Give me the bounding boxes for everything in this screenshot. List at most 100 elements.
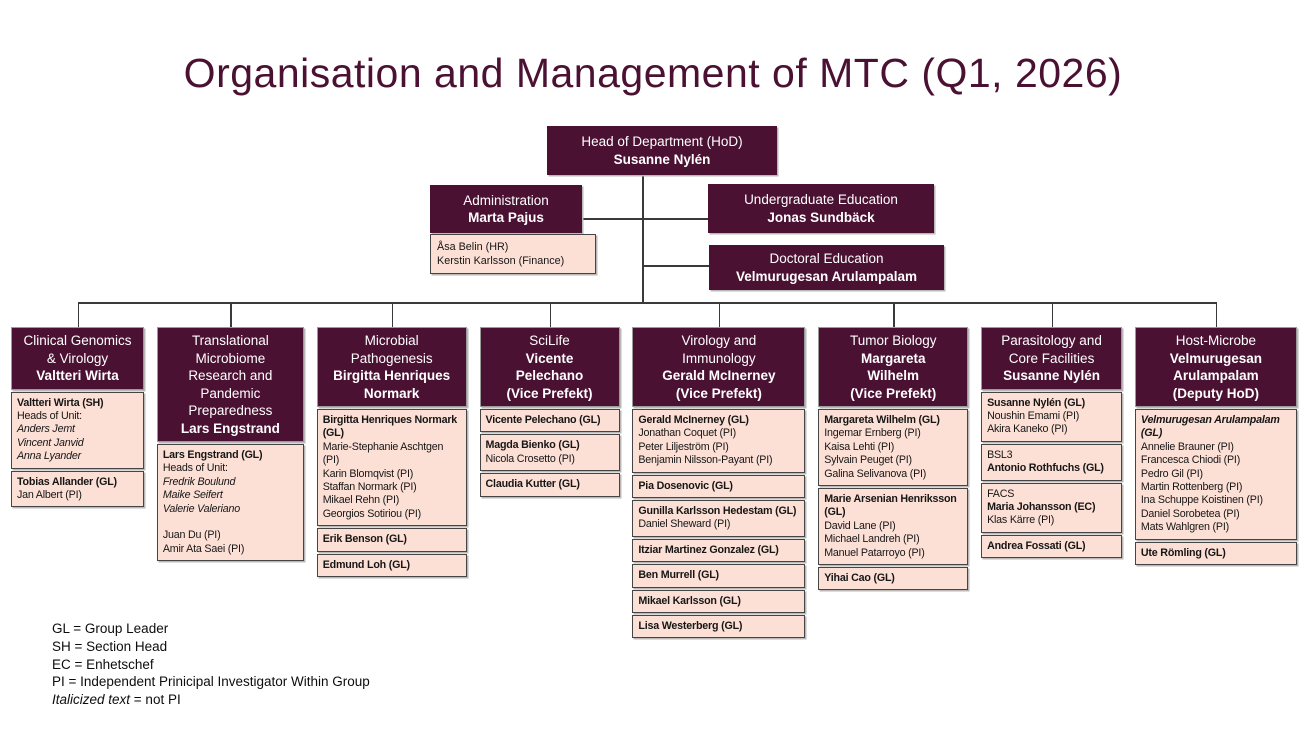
member-name: Marie-Stephanie Aschtgen (PI): [322, 440, 444, 467]
member-name: Erik Benson (GL): [322, 533, 407, 546]
group-box: Susanne Nylén (GL)Noushin Emami (PI)Akir…: [981, 391, 1123, 442]
group-box: Marie Arsenian Henriksson (GL)David Lane…: [818, 488, 969, 566]
connector-drop: [1051, 302, 1054, 327]
page-title: Organisation and Management of MTC (Q1, …: [183, 50, 1123, 96]
member-name: Annelie Brauner (PI): [1140, 440, 1234, 453]
dept-leader: Velmurugesan Arulampalam (Deputy HoD): [1169, 350, 1263, 401]
member-name: Jonathan Coquet (PI): [638, 427, 736, 440]
legend-line: Italicized text = not PI: [52, 692, 181, 708]
connector-drop: [718, 302, 721, 327]
doctoral-role: Doctoral Education: [769, 251, 884, 266]
group-box: Lisa Westerberg (GL): [632, 615, 806, 639]
member-name: Vincent Janvid: [17, 436, 84, 449]
administration-box: Administration Marta Pajus: [430, 185, 582, 233]
connector-drop: [549, 302, 552, 327]
member-name: Anna Lyander: [17, 450, 81, 463]
connector-drop: [893, 302, 895, 327]
member-name: Ina Schuppe Koistinen (PI): [1140, 494, 1263, 507]
doctoral-name: Velmurugesan Arulampalam: [735, 268, 918, 284]
member-name: Heads of Unit:: [17, 409, 82, 422]
group-box: Erik Benson (GL): [316, 528, 467, 552]
connector-drop: [230, 302, 232, 327]
group-box: Edmund Loh (GL): [316, 553, 467, 578]
group-box: Gerald McInerney (GL)Jonathan Coquet (PI…: [632, 409, 806, 473]
member-name: Ute Römling (GL): [1140, 546, 1226, 559]
connector-departments-bus: [78, 302, 1217, 304]
member-name: Karin Blomqvist (PI): [322, 467, 414, 480]
dept-leader: Vicente Pelechano (Vice Prefekt): [506, 350, 593, 401]
connector-drop: [77, 302, 79, 327]
group-box: Margareta Wilhelm (GL)Ingemar Ernberg (P…: [818, 409, 969, 487]
hod-name: Susanne Nylén: [613, 151, 711, 167]
member-name: Tobias Allander (GL): [17, 475, 117, 488]
group-box: Velmurugesan Arulampalam (GL)Annelie Bra…: [1134, 409, 1297, 540]
member-name: Valerie Valeriano: [162, 502, 241, 515]
group-box: Vicente Pelechano (GL): [479, 409, 620, 433]
legend-line: EC = Enhetschef: [52, 656, 154, 672]
member-name: Sylvain Peuget (PI): [824, 454, 912, 467]
dept-leader: Gerald McInerney (Vice Prefekt): [662, 368, 776, 401]
legend-line: PI = Independent Prinicipal Investigator…: [52, 674, 370, 690]
group-box: Claudia Kutter (GL): [479, 473, 620, 497]
member-name: Pedro Gil (PI): [1140, 467, 1203, 480]
member-name: Itziar Martinez Gonzalez (GL): [638, 543, 779, 556]
member-name: Lars Engstrand (GL): [162, 449, 263, 461]
group-box: Tobias Allander (GL)Jan Albert (PI): [11, 470, 144, 508]
legend-line: GL = Group Leader: [52, 621, 169, 636]
member-name: Vicente Pelechano (GL): [485, 414, 601, 426]
dept-leader: Valtteri Wirta: [36, 368, 119, 383]
member-name: Yihai Cao (GL): [824, 572, 895, 585]
member-name: Galina Selivanova (PI): [824, 467, 927, 480]
connector-hod-vertical: [642, 175, 644, 303]
member-name: Martin Rottenberg (PI): [1140, 481, 1243, 494]
member-name: Gerald McInerney (GL): [638, 414, 749, 426]
member-name: Gunilla Karlsson Hedestam (GL): [638, 505, 797, 518]
member-name: Noushin Emami (PI): [987, 409, 1080, 422]
member-name: Maike Seifert: [162, 489, 223, 502]
group-box: Itziar Martinez Gonzalez (GL): [632, 538, 806, 563]
dept-name: Clinical Genomics & Virology: [23, 333, 132, 366]
administration-staff-box: Åsa Belin (HR) Kerstin Karlsson (Finance…: [430, 234, 596, 274]
member-name: Manuel Patarroyo (PI): [824, 546, 925, 559]
group-box: Andrea Fossati (GL): [981, 534, 1123, 559]
group-box: Magda Bienko (GL)Nicola Crosetto (PI): [479, 434, 620, 472]
dept-name: Tumor Biology: [849, 333, 937, 348]
connector-doctoral: [642, 265, 709, 267]
member-name: Velmurugesan Arulampalam (GL): [1140, 414, 1280, 440]
group-box: Lars Engstrand (GL)Heads of Unit:Fredrik…: [156, 444, 304, 562]
group-box: Pia Dosenovic (GL): [632, 474, 806, 499]
dept-name: Microbial Pathogenesis: [350, 333, 433, 366]
dept-leader: Lars Engstrand: [180, 420, 280, 436]
member-name: Daniel Sheward (PI): [638, 518, 731, 531]
spacer-line: [163, 516, 298, 529]
connector-drop: [1215, 302, 1218, 327]
member-name: Antonio Rothfuchs (GL): [987, 462, 1104, 475]
member-name: Margareta Wilhelm (GL): [824, 414, 940, 426]
member-name: Georgios Sotiriou (PI): [322, 507, 422, 520]
member-name: Lisa Westerberg (GL): [638, 620, 743, 633]
group-box: Ute Römling (GL): [1134, 541, 1297, 566]
undergraduate-name: Jonas Sundbäck: [767, 209, 875, 225]
dept-name: Virology and Immunology: [681, 333, 757, 366]
member-name: Peter Liljeström (PI): [638, 440, 729, 453]
member-name: Kaisa Lehti (PI): [824, 440, 895, 453]
member-name: Nicola Crosetto (PI): [485, 452, 575, 465]
member-name: Valtteri Wirta (SH): [17, 396, 104, 409]
member-name: Juan Du (PI): [162, 529, 221, 542]
dept-column-2: Translational Microbiome Research and Pa…: [156, 302, 304, 562]
dept-name: SciLife: [529, 333, 570, 348]
member-name: Staffan Normark (PI): [322, 481, 417, 494]
connector-drop: [391, 302, 394, 327]
